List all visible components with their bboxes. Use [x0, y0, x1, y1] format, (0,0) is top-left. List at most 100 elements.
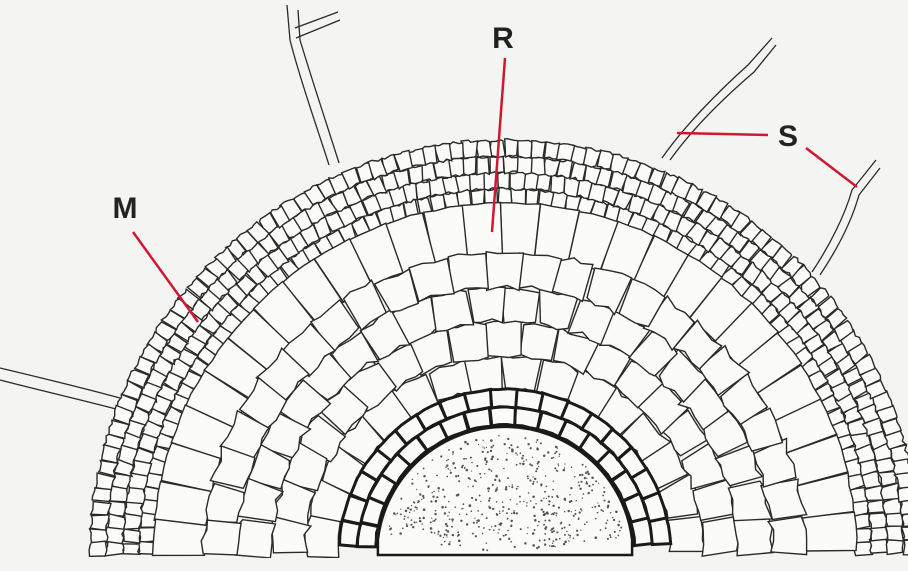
stele-dot: [414, 510, 415, 511]
radial-cortex-cell: [153, 519, 208, 555]
epidermis-cell: [551, 174, 565, 193]
stele-dot: [456, 494, 458, 496]
stele-dot: [580, 481, 582, 483]
stele-dot: [545, 526, 547, 528]
stele-dot: [517, 486, 518, 487]
stele-dot: [531, 465, 533, 467]
stele-dot: [526, 459, 528, 461]
stele-dot: [610, 536, 612, 538]
stele-dot: [402, 528, 404, 530]
endodermis-cell: [515, 390, 543, 412]
stele-dot: [458, 540, 460, 542]
stele-dot: [464, 442, 465, 443]
stele-dot: [552, 505, 554, 507]
stele-dot: [597, 512, 599, 514]
stele-dot: [448, 543, 450, 545]
epidermis-cell: [505, 139, 518, 157]
stele-dot: [578, 481, 580, 483]
stele-dot: [615, 511, 618, 514]
stele-dot: [440, 455, 442, 457]
stele-dot: [405, 510, 408, 513]
stele-dot: [542, 511, 544, 513]
stele-dot: [548, 500, 550, 502]
stele-dot: [544, 491, 546, 493]
stele-dot: [412, 479, 414, 481]
stele-dot: [444, 541, 446, 543]
stele-dot: [452, 453, 454, 455]
stele-dot: [399, 532, 402, 535]
stele-dot: [612, 517, 613, 518]
stele-dot: [526, 505, 528, 507]
stele-dot: [416, 522, 417, 523]
stele-dot: [536, 547, 538, 549]
stele-dot: [466, 469, 469, 472]
stele-dot: [583, 540, 585, 542]
stele-dot: [491, 458, 493, 460]
stele-dot: [478, 526, 480, 528]
stele-dot: [400, 509, 401, 510]
stele-dot: [584, 477, 586, 479]
stele-dot: [532, 483, 534, 485]
epidermis-cell: [416, 181, 431, 200]
stele-dot: [600, 529, 602, 531]
stele-dot: [573, 538, 575, 540]
cortex-cell: [768, 517, 806, 555]
stele-dot: [568, 540, 570, 542]
stele-dot: [497, 532, 498, 533]
stele-dot: [540, 442, 542, 444]
stele-dot: [499, 510, 500, 511]
stele-dot: [423, 467, 425, 469]
stele-dot: [496, 513, 497, 514]
stele-dot: [503, 535, 505, 537]
stele-dot: [580, 508, 582, 510]
stele-dot: [445, 466, 447, 468]
stele-dot: [564, 534, 566, 536]
stele-dot: [499, 538, 501, 540]
stele-dot: [444, 496, 446, 498]
stele-dot: [446, 536, 447, 537]
stele-dot: [527, 478, 529, 480]
stele-dot: [581, 510, 582, 511]
cortex-cell: [448, 254, 488, 294]
stele-dot: [588, 485, 590, 487]
stele-dot: [536, 468, 538, 470]
stele-dot: [564, 541, 567, 544]
stele-dot: [571, 511, 572, 512]
epidermis-cell: [92, 488, 111, 502]
stele-dot: [417, 473, 419, 475]
stele-dot: [496, 501, 498, 503]
stele-dot: [472, 485, 474, 487]
stele-dot: [524, 437, 526, 439]
stele-dot: [602, 495, 604, 497]
stele-dot: [574, 476, 576, 478]
stele-dot: [607, 505, 609, 507]
stele-dot: [532, 495, 535, 498]
stele-dot: [492, 484, 494, 486]
stele-dot: [581, 474, 583, 476]
stele-dot: [406, 523, 408, 525]
stele-dot: [520, 528, 522, 530]
stele-dot: [554, 452, 556, 454]
stele-dot: [533, 481, 535, 483]
epidermis-cell: [110, 486, 128, 502]
stele-dot: [476, 465, 478, 467]
stele-dot: [471, 462, 472, 463]
stele-dot: [603, 487, 605, 489]
stele-dot: [494, 525, 496, 527]
stele-dot: [608, 500, 611, 503]
stele-dot: [610, 512, 612, 514]
stele-dot: [479, 473, 481, 475]
stele-dot: [585, 466, 587, 468]
stele-dot: [445, 523, 448, 526]
stele-dot: [411, 482, 413, 484]
stele-dot: [548, 504, 550, 506]
stele-dot: [532, 476, 533, 477]
stele-dot: [559, 453, 561, 455]
stele-dot: [502, 510, 504, 512]
stele-dot: [414, 521, 416, 523]
stele-dot: [439, 535, 441, 537]
stele-dot: [395, 514, 396, 515]
stele-dot: [447, 468, 449, 470]
endodermis-cell: [490, 407, 516, 426]
cortex-cell: [305, 516, 341, 558]
